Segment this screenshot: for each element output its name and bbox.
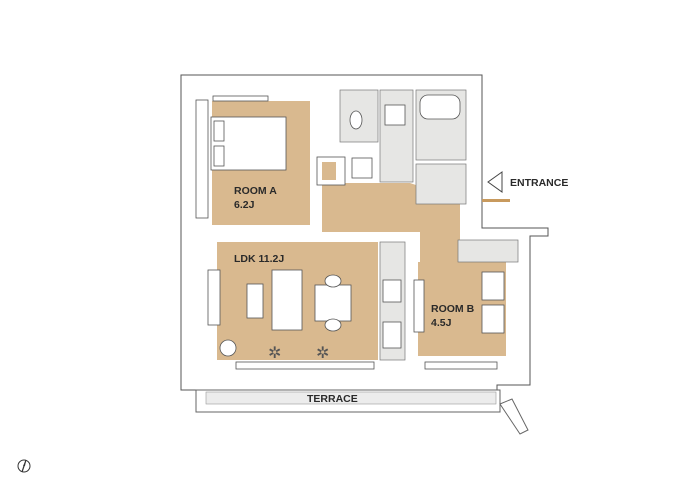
washroom [379, 89, 414, 183]
entrance-label: ENTRANCE [510, 177, 568, 189]
coffee-table [246, 283, 264, 319]
room-b-size: 4.5J [431, 317, 452, 329]
plant-icon: ✲ [268, 345, 281, 362]
north-compass-icon [17, 459, 31, 473]
dining-table [314, 284, 352, 322]
ldk-label: LDK 11.2J [234, 253, 284, 265]
room-a-size: 6.2J [234, 199, 255, 211]
entrance-arrow-icon [487, 171, 503, 193]
room-b-name: ROOM B [431, 303, 475, 315]
terrace-label: TERRACE [307, 393, 358, 405]
shoe-closet [415, 163, 467, 205]
plant-icon: ✲ [316, 345, 329, 362]
room-a-name: ROOM A [234, 185, 277, 197]
terrace-step [499, 398, 529, 435]
sofa [271, 269, 303, 331]
